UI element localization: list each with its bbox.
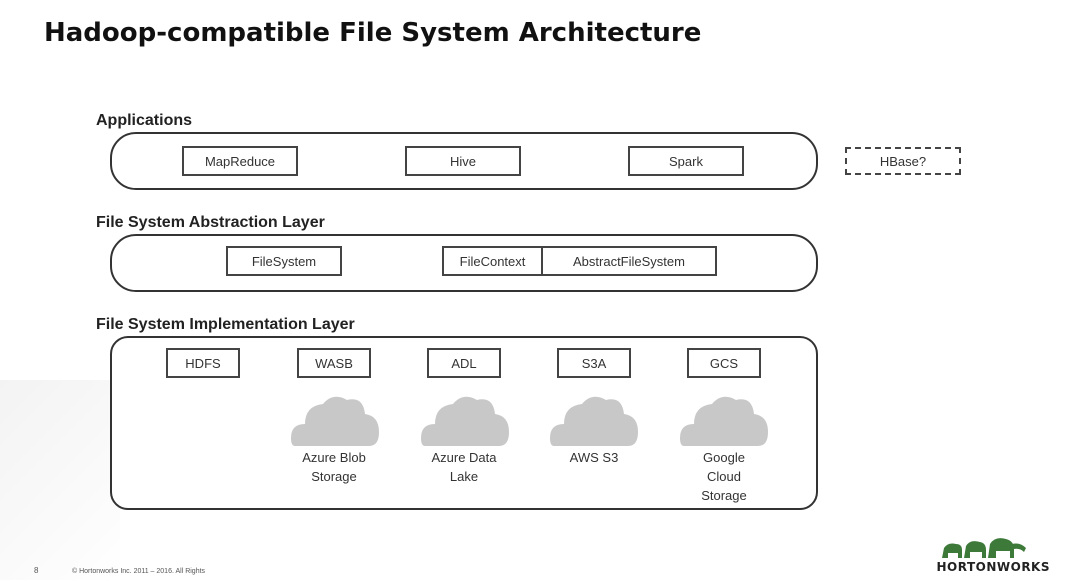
- implementation-label: File System Implementation Layer: [96, 316, 355, 333]
- mapreduce-box: MapReduce: [182, 146, 298, 176]
- applications-label: Applications: [96, 112, 193, 129]
- hbase-optional-box: HBase?: [845, 147, 961, 175]
- azure-data-lake-cloud-icon: [421, 396, 509, 446]
- azure-blob-storage-label: Azure Blob Storage: [302, 450, 366, 484]
- hdfs-box: HDFS: [166, 348, 240, 378]
- page-number: 8: [34, 566, 39, 575]
- filecontext-box: FileContext: [442, 246, 543, 276]
- s3a-box: S3A: [557, 348, 631, 378]
- adl-box: ADL: [427, 348, 501, 378]
- copyright-text: © Hortonworks Inc. 2011 – 2016. All Righ…: [72, 568, 206, 575]
- brand-name: HORTONWORKS: [936, 560, 1050, 574]
- google-cloud-storage-label: Google Cloud Storage: [701, 450, 747, 503]
- filesystem-box: FileSystem: [226, 246, 342, 276]
- hortonworks-elephants-logo-icon: [942, 538, 1026, 558]
- spark-box: Spark: [628, 146, 744, 176]
- google-cloud-storage-cloud-icon: [680, 396, 768, 446]
- gcs-box: GCS: [687, 348, 761, 378]
- azure-data-lake-label: Azure Data Lake: [431, 450, 497, 484]
- slide-title: Hadoop-compatible File System Architectu…: [44, 18, 702, 48]
- abstractfilesystem-box: AbstractFileSystem: [541, 246, 717, 276]
- background-decoration: [0, 380, 120, 580]
- abstraction-label: File System Abstraction Layer: [96, 214, 325, 231]
- aws-s3-cloud-icon: [550, 396, 638, 446]
- azure-blob-cloud-icon: [291, 396, 379, 446]
- wasb-box: WASB: [297, 348, 371, 378]
- aws-s3-label: AWS S3: [569, 450, 619, 465]
- hive-box: Hive: [405, 146, 521, 176]
